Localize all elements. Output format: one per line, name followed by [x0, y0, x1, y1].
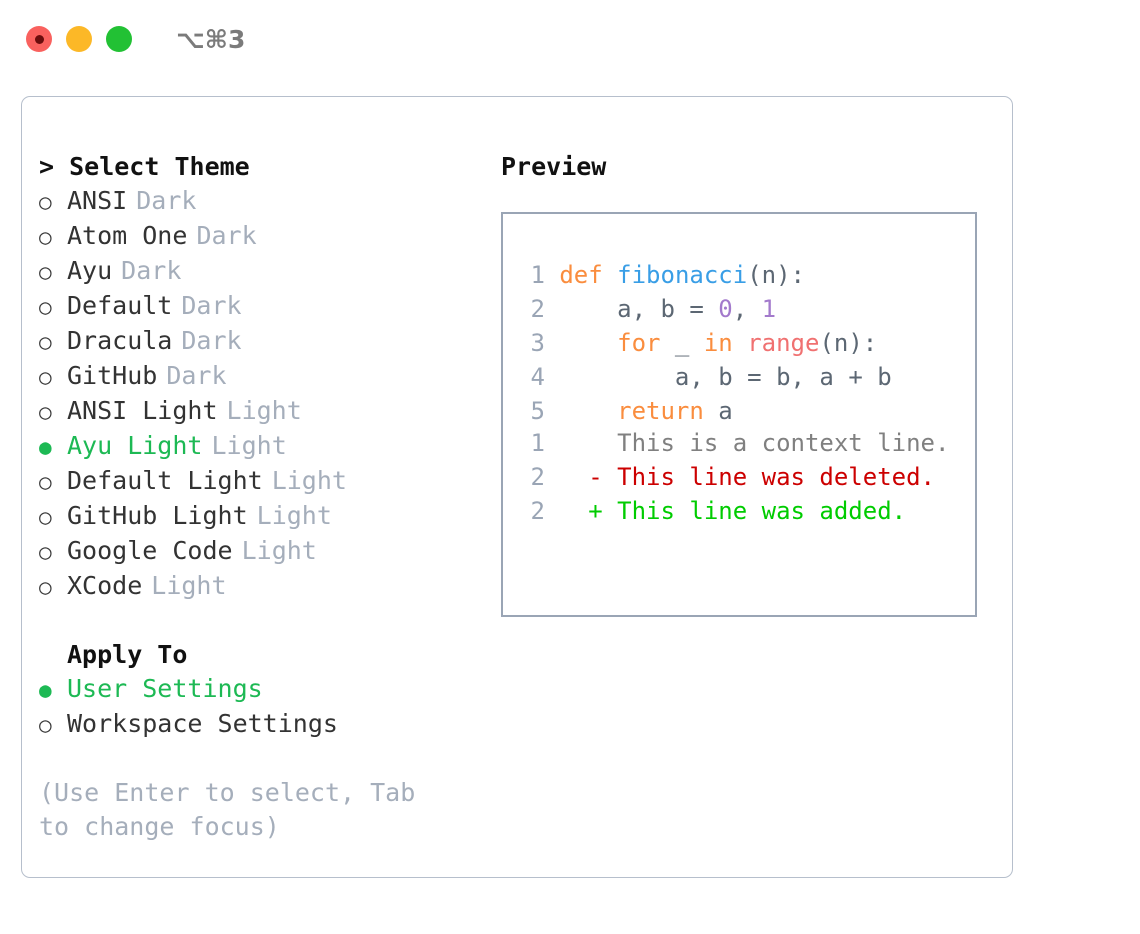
theme-name: GitHub Light	[67, 501, 248, 530]
theme-kind: Dark	[181, 291, 242, 320]
diff-marker: +	[588, 497, 603, 525]
radio-unselected-icon: ○	[39, 470, 52, 494]
radio-unselected-icon: ○	[39, 260, 52, 284]
diff-marker: -	[588, 463, 603, 491]
code-line: 5 return a	[516, 394, 969, 428]
theme-kind: Dark	[166, 361, 227, 390]
title-bar: ⌥⌘3	[0, 0, 1140, 78]
theme-picker-column: > Select Theme ○ ANSI Dark ○ Atom One Da…	[39, 150, 469, 844]
close-button-icon[interactable]	[26, 26, 52, 52]
line-number: 2	[530, 463, 545, 491]
theme-list-item[interactable]: ○ ANSI Dark	[39, 184, 469, 219]
theme-list-item[interactable]: ○ GitHub Dark	[39, 359, 469, 394]
radio-selected-icon: ●	[39, 435, 52, 459]
theme-name: GitHub	[67, 361, 158, 390]
diff-line-deleted: 2 - This line was deleted.	[516, 460, 969, 494]
theme-kind: Light	[241, 536, 317, 565]
theme-list-item[interactable]: ○ XCode Light	[39, 569, 469, 604]
preview-column: Preview 1 def fibonacci(n): 2 a, b = 0, …	[501, 150, 991, 617]
theme-name: Default	[67, 291, 173, 320]
theme-kind: Light	[151, 571, 227, 600]
theme-name: Google Code	[67, 536, 233, 565]
diff-line-context: 1 This is a context line.	[516, 426, 969, 460]
code-tokens: a, b = 0, 1	[559, 295, 777, 323]
theme-kind: Dark	[121, 256, 182, 285]
theme-list-item[interactable]: ○ Dracula Dark	[39, 324, 469, 359]
theme-kind: Light	[256, 501, 332, 530]
theme-list-item[interactable]: ○ Default Dark	[39, 289, 469, 324]
apply-to-group: Apply To ● User Settings ○ Workspace Set…	[39, 638, 469, 742]
theme-list-item[interactable]: ○ Ayu Dark	[39, 254, 469, 289]
line-number: 4	[530, 363, 545, 391]
line-number: 3	[530, 329, 545, 357]
radio-unselected-icon: ○	[39, 540, 52, 564]
theme-list: ○ ANSI Dark ○ Atom One Dark ○ Ayu Dark	[39, 184, 469, 604]
radio-unselected-icon: ○	[39, 190, 52, 214]
diff-text: This line was deleted.	[602, 463, 936, 491]
code-tokens: def fibonacci(n):	[559, 261, 805, 289]
theme-name: Default Light	[67, 466, 263, 495]
line-number: 2	[530, 497, 545, 525]
theme-name: Ayu	[67, 256, 113, 285]
theme-list-item[interactable]: ○ Google Code Light	[39, 534, 469, 569]
diff-marker	[559, 426, 602, 460]
code-tokens: return a	[617, 397, 733, 425]
preview-heading: Preview	[501, 152, 607, 181]
radio-unselected-icon: ○	[39, 713, 52, 737]
apply-to-item[interactable]: ○ Workspace Settings	[39, 707, 469, 742]
theme-name: ANSI Light	[67, 396, 218, 425]
content-panel: > Select Theme ○ ANSI Dark ○ Atom One Da…	[21, 96, 1013, 878]
apply-to-heading: Apply To	[67, 640, 188, 669]
zoom-button-icon[interactable]	[106, 26, 132, 52]
preview-box: 1 def fibonacci(n): 2 a, b = 0, 1 3 for …	[501, 212, 977, 617]
line-number: 1	[530, 429, 545, 457]
apply-to-label: User Settings	[67, 674, 263, 703]
theme-name: Dracula	[67, 326, 173, 355]
radio-selected-icon: ●	[39, 678, 52, 702]
radio-unselected-icon: ○	[39, 330, 52, 354]
apply-to-item-selected[interactable]: ● User Settings	[39, 672, 469, 707]
minimize-button-icon[interactable]	[66, 26, 92, 52]
diff-line-added: 2 + This line was added.	[516, 494, 969, 528]
theme-list-item[interactable]: ○ ANSI Light Light	[39, 394, 469, 429]
theme-list-item[interactable]: ○ GitHub Light Light	[39, 499, 469, 534]
theme-name: Atom One	[67, 221, 188, 250]
code-line: 3 for _ in range(n):	[516, 326, 969, 360]
diff-text: This is a context line.	[602, 429, 950, 457]
code-tokens: for _ in range(n):	[617, 329, 878, 357]
theme-list-item-selected[interactable]: ● Ayu Light Light	[39, 429, 469, 464]
code-sample: 1 def fibonacci(n): 2 a, b = 0, 1 3 for …	[516, 258, 969, 428]
radio-unselected-icon: ○	[39, 575, 52, 599]
traffic-lights	[26, 26, 132, 52]
radio-unselected-icon: ○	[39, 365, 52, 389]
diff-sample: 1 This is a context line. 2 - This line …	[516, 426, 969, 528]
line-number: 2	[530, 295, 545, 323]
theme-list-item[interactable]: ○ Atom One Dark	[39, 219, 469, 254]
theme-kind: Light	[226, 396, 302, 425]
theme-kind: Dark	[136, 186, 197, 215]
select-theme-heading: > Select Theme	[39, 152, 250, 181]
theme-kind: Dark	[181, 326, 242, 355]
code-line: 2 a, b = 0, 1	[516, 292, 969, 326]
keyboard-shortcut-label: ⌥⌘3	[176, 24, 246, 54]
line-number: 1	[530, 261, 545, 289]
radio-unselected-icon: ○	[39, 295, 52, 319]
theme-name: ANSI	[67, 186, 128, 215]
theme-kind: Light	[271, 466, 347, 495]
theme-list-item[interactable]: ○ Default Light Light	[39, 464, 469, 499]
radio-unselected-icon: ○	[39, 225, 52, 249]
theme-name: XCode	[67, 571, 143, 600]
keyboard-hint-text: (Use Enter to select, Tab to change focu…	[39, 778, 416, 841]
code-line: 1 def fibonacci(n):	[516, 258, 969, 292]
radio-unselected-icon: ○	[39, 400, 52, 424]
line-number: 5	[530, 397, 545, 425]
radio-unselected-icon: ○	[39, 505, 52, 529]
theme-kind: Dark	[196, 221, 257, 250]
code-tokens: a, b = b, a + b	[559, 363, 892, 391]
code-line: 4 a, b = b, a + b	[516, 360, 969, 394]
theme-name: Ayu Light	[67, 431, 203, 460]
apply-to-label: Workspace Settings	[67, 709, 338, 738]
theme-kind: Light	[211, 431, 287, 460]
diff-text: This line was added.	[602, 497, 907, 525]
